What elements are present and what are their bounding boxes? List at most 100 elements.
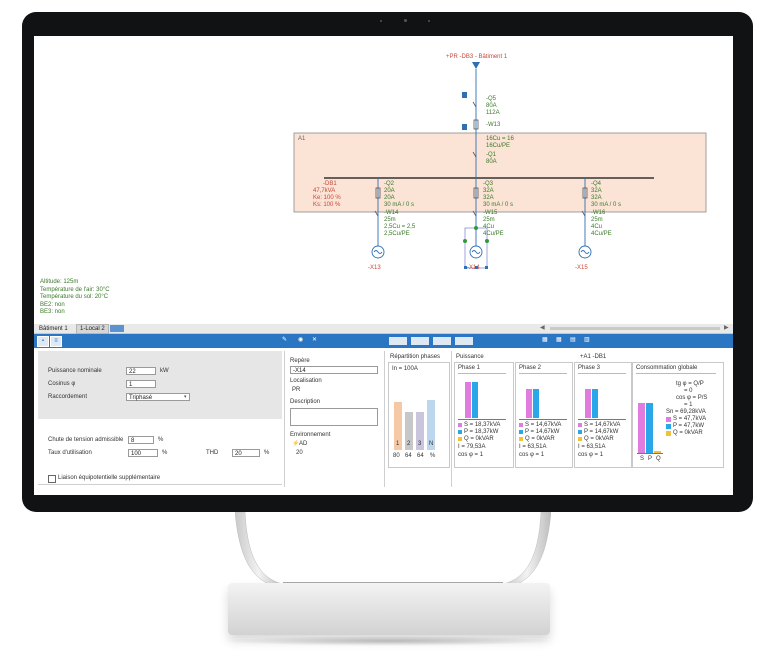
w14-pe: 2,5Cu/PE [384, 231, 410, 237]
environment-icon[interactable]: ⚡ [292, 441, 300, 447]
w13-label: -W13 [486, 122, 501, 128]
phase-3-bar [416, 411, 424, 450]
load-x14-label[interactable]: -X14 [467, 265, 480, 271]
table-view-button[interactable] [433, 337, 451, 345]
phase-3-p-bar [592, 389, 598, 418]
divider [384, 351, 385, 487]
legend-p-swatch [578, 430, 582, 434]
db1-ks: Ks: 100 % [313, 202, 341, 208]
phase-2-i: I = 63,51A [519, 444, 547, 450]
q3-setting: 32A [483, 195, 494, 201]
chute-input[interactable]: 8 [128, 436, 154, 444]
grid-alt-icon[interactable]: ▦ [556, 337, 562, 343]
single-line-diagram[interactable] [34, 36, 733, 324]
power-view-button[interactable] [411, 337, 429, 345]
w15-length: 25m [483, 217, 495, 223]
phase-2-p: P = 14,67kW [525, 429, 560, 435]
formula-sn: Sn = 69,28kVA [666, 409, 706, 415]
phase-3-s: S = 14,67kVA [584, 422, 621, 428]
divider [284, 351, 285, 487]
raccordement-select[interactable]: Triphasé [126, 393, 190, 401]
edit-icon[interactable]: ✎ [282, 337, 288, 343]
sensor [428, 20, 430, 22]
cosinus-input[interactable]: 1 [126, 380, 156, 388]
global-p-bar-label: P [648, 456, 653, 462]
q4-differential: 30 mA / 0 s [591, 202, 622, 208]
lock-icon[interactable]: ▪ [37, 336, 49, 347]
formula-cos-value: = 1 [684, 402, 693, 408]
add-tab-button[interactable] [110, 325, 124, 332]
q4-label: -Q4 [591, 181, 602, 187]
board-reference: +A1 -DB1 [580, 354, 607, 360]
w16-length: 25m [591, 217, 603, 223]
load-x13-label[interactable]: -X13 [368, 265, 381, 271]
description-label: Description [290, 399, 321, 405]
horizontal-scrollbar[interactable] [550, 327, 720, 330]
sheet-tab-bar: Bâtiment 1 1-Local 2 ◀ ▶ [34, 324, 733, 334]
db1-label: -DB1 [323, 181, 337, 187]
q1-label: -Q1 [486, 152, 497, 158]
divider [458, 373, 506, 374]
tab-batiment-1[interactable]: Bâtiment 1 [39, 326, 68, 332]
phase-2-percent: 64 [405, 453, 412, 459]
phase-1-i: I = 79,53A [458, 444, 486, 450]
load-x14-icon [469, 245, 483, 259]
location-icon[interactable]: ◉ [298, 337, 304, 343]
liaison-checkbox[interactable] [48, 475, 56, 483]
chevron-down-icon[interactable]: ▾ [184, 394, 187, 400]
chart-view-button[interactable] [455, 337, 473, 345]
load-x15-label[interactable]: -X15 [575, 265, 588, 271]
phase-2-bar [405, 411, 413, 450]
app-screen: +PR -DB3 - Bâtiment 1 -Q5 80A 112A -W13 … [34, 36, 733, 495]
legend-s-swatch [578, 423, 582, 427]
q5-rating: 80A [486, 103, 497, 109]
phase-1-cos: cos φ = 1 [458, 452, 484, 458]
phase-3-s-bar [585, 389, 591, 418]
properties-icon[interactable]: ≡ [50, 336, 62, 347]
repere-input[interactable]: -X14 [290, 366, 378, 374]
export-icon[interactable]: ▤ [570, 337, 576, 343]
in-label: In = 100A [392, 366, 418, 372]
axis-line [578, 419, 626, 420]
q3-label: -Q3 [483, 181, 494, 187]
taux-label: Taux d'utilisation [48, 450, 92, 456]
tab-local-2[interactable]: 1-Local 2 [76, 324, 109, 334]
phase-1-q: Q = 0kVAR [464, 436, 494, 442]
phase-3-bar-label: 3 [418, 441, 422, 447]
phase-view-button[interactable] [389, 337, 407, 345]
w14-label: -W14 [384, 210, 399, 216]
env-be2: BE2: non [40, 302, 65, 308]
taux-input[interactable]: 100 [128, 449, 158, 457]
w15-pe: 4Cu/PE [483, 231, 504, 237]
grid-icon[interactable]: ▦ [542, 337, 548, 343]
phase-2-q: Q = 0kVAR [525, 436, 555, 442]
settings-icon[interactable]: ▥ [584, 337, 590, 343]
localisation-value[interactable]: PR [292, 387, 301, 393]
neutral-bar [427, 400, 435, 450]
w14-length: 25m [384, 217, 396, 223]
phase-1-title: Phase 1 [458, 365, 481, 371]
phase-1-s: S = 18,37kVA [464, 422, 501, 428]
thd-unit: % [264, 450, 270, 456]
divider [38, 484, 282, 485]
phase-1-card [454, 362, 514, 468]
phase-3-percent: 64 [417, 453, 424, 459]
divider [519, 373, 567, 374]
webcam [404, 19, 407, 22]
scroll-left-icon[interactable]: ◀ [540, 325, 545, 331]
scroll-right-icon[interactable]: ▶ [724, 325, 729, 331]
puissance-label: Puissance nominale [48, 368, 102, 374]
monitor-base [228, 583, 550, 635]
phase-3-card [574, 362, 632, 468]
w16-label: -W16 [591, 210, 606, 216]
close-icon[interactable]: ✕ [312, 337, 318, 343]
q2-setting: 20A [384, 195, 395, 201]
phase-3-cos: cos φ = 1 [578, 452, 604, 458]
description-textarea[interactable] [290, 408, 378, 426]
divider [578, 373, 626, 374]
puissance-input[interactable]: 22 [126, 367, 156, 375]
thd-input[interactable]: 20 [232, 449, 260, 457]
chute-unit: % [158, 437, 164, 443]
axis-line [458, 419, 506, 420]
legend-p-swatch [458, 430, 462, 434]
